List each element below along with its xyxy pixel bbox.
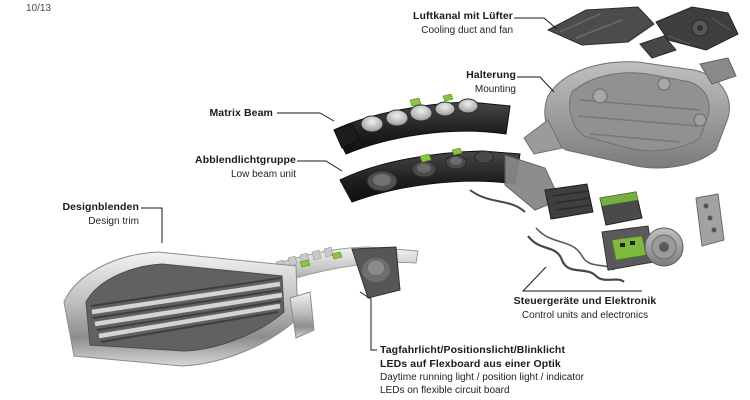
label-low-beam: Abblendlichtgruppe Low beam unit <box>195 154 296 181</box>
label-mounting-de: Halterung <box>466 69 516 81</box>
label-drl: Tagfahrlicht/Positionslicht/Blinklicht L… <box>380 344 584 397</box>
mounting-illustration <box>523 57 737 169</box>
label-drl-en1: Daytime running light / position light /… <box>380 372 584 384</box>
label-control-units-en: Control units and electronics <box>521 309 649 321</box>
label-matrix-beam: Matrix Beam <box>209 107 273 121</box>
label-design-trim-de: Designblenden <box>62 201 139 213</box>
label-drl-en2: LEDs on flexible circuit board <box>380 385 510 397</box>
design-trim-illustration <box>63 251 315 367</box>
cooling-duct-illustration <box>546 6 739 59</box>
label-low-beam-en: Low beam unit <box>230 168 296 180</box>
page-number: 10/13 <box>26 3 52 14</box>
low-beam-illustration <box>339 147 561 213</box>
label-control-units: Steuergeräte und Elektronik Control unit… <box>500 295 670 322</box>
label-design-trim-en: Design trim <box>88 215 139 227</box>
label-cooling-duct-de: Luftkanal mit Lüfter <box>412 10 513 22</box>
label-drl-de2: LEDs auf Flexboard aus einer Optik <box>380 357 561 370</box>
label-design-trim: Designblenden Design trim <box>62 201 139 228</box>
label-mounting-en: Mounting <box>474 83 516 95</box>
label-cooling-duct-en: Cooling duct and fan <box>421 24 513 36</box>
matrix-beam-illustration <box>333 93 511 155</box>
label-cooling-duct: Luftkanal mit Lüfter Cooling duct and fa… <box>413 10 513 37</box>
label-mounting: Halterung Mounting <box>466 69 516 96</box>
label-control-units-de: Steuergeräte und Elektronik <box>513 295 657 307</box>
leader-lines <box>141 17 642 351</box>
label-low-beam-de: Abblendlichtgruppe <box>195 154 296 166</box>
electronics-illustration <box>527 183 725 283</box>
label-drl-de1: Tagfahrlicht/Positionslicht/Blinklicht <box>380 344 566 356</box>
label-matrix-beam-de: Matrix Beam <box>209 107 273 119</box>
